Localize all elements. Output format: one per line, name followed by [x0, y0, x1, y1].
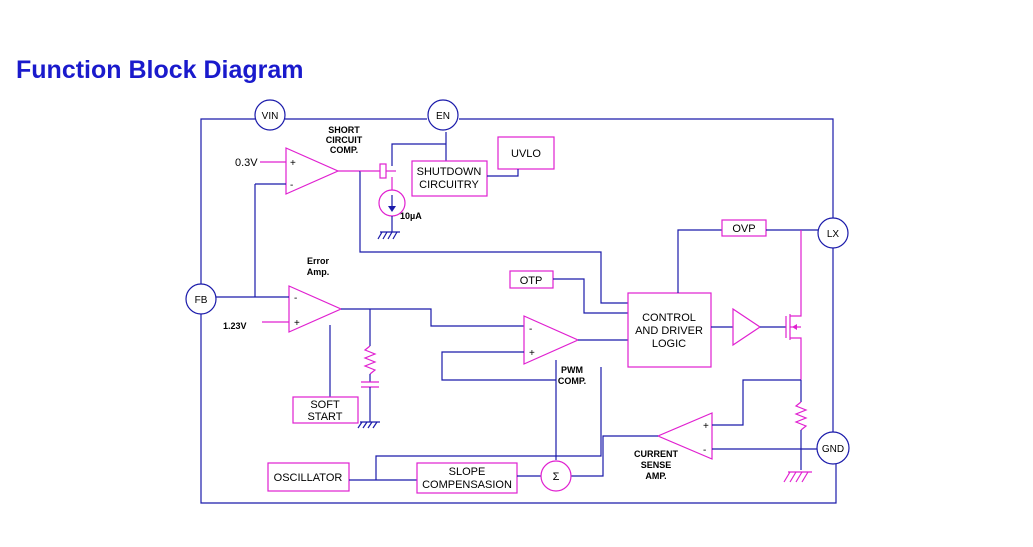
ea-plus-sign: + [294, 318, 300, 329]
current-source [377, 189, 406, 240]
ovp-block [721, 219, 767, 237]
shutdown-label-1: SHUTDOWN [417, 166, 482, 178]
current-source-label: 10µA [400, 211, 422, 221]
csa-minus-sign: - [703, 445, 706, 456]
current-sense-amplifier [571, 379, 818, 477]
uvlo-wire [487, 169, 519, 177]
otp-wire [553, 278, 628, 314]
soft-start-label-2: START [307, 411, 342, 423]
control-label-3: LOGIC [652, 338, 686, 350]
pwm-plus-sign: + [529, 348, 535, 359]
pin-gnd [816, 431, 850, 465]
driver-buffer [732, 307, 762, 347]
otp-label: OTP [520, 275, 543, 287]
ea-minus-sign: - [294, 293, 297, 304]
pin-vin-label: VIN [262, 111, 279, 122]
pin-lx-label: LX [827, 229, 840, 240]
csa-plus-sign: + [703, 421, 709, 432]
current-sense-label-3: AMP. [645, 471, 666, 481]
power-mosfet [785, 230, 802, 380]
uvlo-label: UVLO [511, 148, 541, 160]
pin-fb [185, 283, 217, 315]
page-title: Function Block Diagram [16, 56, 304, 84]
ref-voltage-0.3v: 0.3V [235, 157, 258, 169]
pin-en [427, 99, 459, 131]
short-circuit-label-3: COMP. [330, 145, 358, 155]
short-circuit-label-1: SHORT [328, 125, 360, 135]
sc-plus-sign: + [290, 158, 296, 169]
shutdown-label-2: CIRCUITRY [419, 179, 479, 191]
current-sense-label-1: CURRENT [634, 449, 679, 459]
pin-fb-label: FB [195, 295, 208, 306]
pwm-comparator [441, 315, 628, 460]
pwm-comp-label-2: COMP. [558, 376, 586, 386]
soft-start-block [292, 396, 359, 424]
pwm-comp-label-1: PWM [561, 365, 583, 375]
shutdown-block [411, 160, 488, 197]
pin-vin [254, 99, 286, 131]
summing-junction [540, 460, 572, 492]
control-label-1: CONTROL [642, 312, 696, 324]
osc-control-wire [375, 367, 602, 480]
oscillator-block [267, 462, 350, 492]
error-amp-label-2: Amp. [307, 267, 330, 277]
ovp-label: OVP [732, 223, 755, 235]
ovp-wire-left [677, 229, 722, 293]
short-circuit-label-2: CIRCUIT [326, 135, 363, 145]
ref-voltage-1.23v: 1.23V [223, 321, 247, 331]
compensation-network [357, 345, 380, 429]
oscillator-label: OSCILLATOR [274, 472, 343, 484]
slope-label-2: COMPENSASION [422, 479, 512, 491]
error-amplifier [215, 285, 524, 397]
slope-compensation-block [416, 462, 518, 494]
error-amp-label-1: Error [307, 256, 330, 266]
sense-resistor [783, 380, 812, 483]
outer-boundary [200, 118, 837, 504]
slope-label-1: SLOPE [449, 466, 486, 478]
sc-minus-sign: - [290, 180, 293, 191]
pin-gnd-label: GND [822, 444, 844, 455]
control-driver-logic-block [627, 292, 712, 368]
soft-start-label-1: SOFT [310, 399, 340, 411]
pin-lx [817, 217, 849, 249]
current-sense-label-2: SENSE [641, 460, 672, 470]
pwm-minus-sign: - [529, 324, 532, 335]
control-label-2: AND DRIVER [635, 325, 703, 337]
short-circuit-comparator [254, 132, 628, 304]
uvlo-block [497, 136, 555, 170]
sum-label: Σ [553, 471, 560, 483]
pin-en-label: EN [436, 111, 450, 122]
